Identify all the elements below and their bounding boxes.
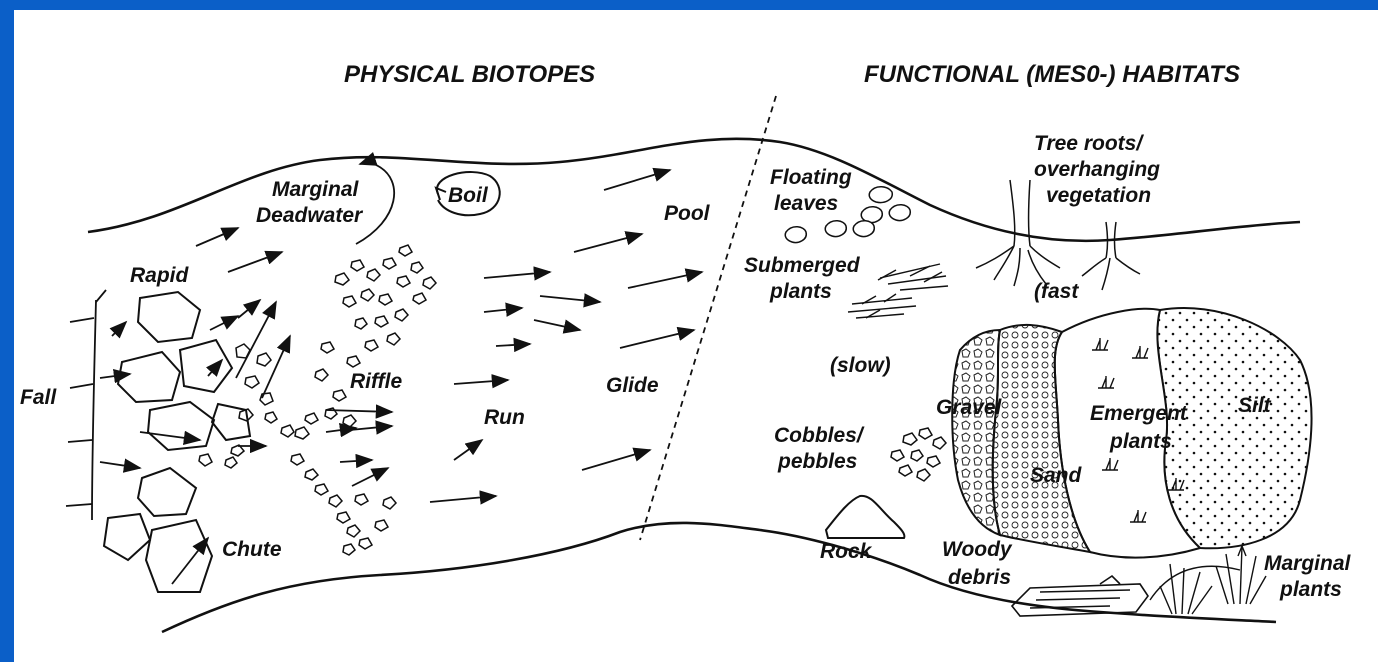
label-submerged: Submerged (744, 254, 861, 277)
label-fall: Fall (20, 386, 57, 409)
label-tree-roots: Tree roots/ (1034, 132, 1144, 155)
label-overhanging: overhanging (1034, 158, 1160, 181)
label-run: Run (484, 406, 525, 429)
label-marginal-plants-1: Marginal (1264, 552, 1352, 575)
label-vegetation: vegetation (1046, 184, 1151, 207)
label-marginal-plants-2: plants (1279, 578, 1342, 601)
label-fast: (fast (1034, 280, 1079, 303)
label-cobbles: Cobbles/ (774, 424, 865, 447)
label-slow: (slow) (830, 354, 891, 377)
label-marginal: Marginal (272, 178, 360, 201)
label-gravel: Gravel (936, 396, 1003, 419)
label-rock: Rock (820, 540, 873, 563)
label-emergent: Emergent (1090, 402, 1188, 425)
riffle-pebbles (199, 245, 436, 555)
label-pool: Pool (664, 202, 711, 225)
rock-drawing (826, 496, 904, 538)
label-riffle: Riffle (350, 370, 402, 393)
label-plants: plants (769, 280, 832, 303)
silt-patch (1157, 308, 1311, 548)
gravel-patch (952, 330, 1000, 535)
fall-drawing (66, 290, 106, 520)
label-chute: Chute (222, 538, 282, 561)
label-deadwater: Deadwater (256, 204, 364, 227)
label-rapid: Rapid (130, 264, 190, 287)
cobbles-drawing (891, 428, 946, 481)
label-boil: Boil (448, 184, 489, 207)
label-sand: Sand (1030, 464, 1083, 487)
label-woody: Woody (942, 538, 1013, 561)
label-emergent-plants: plants (1109, 430, 1172, 453)
label-pebbles: pebbles (777, 450, 857, 473)
heading-functional: FUNCTIONAL (MES0-) HABITATS (864, 61, 1240, 88)
heading-physical: PHYSICAL BIOTOPES (344, 61, 595, 88)
label-floating: Floating (770, 166, 852, 189)
divider-line (640, 96, 776, 540)
label-glide: Glide (606, 374, 659, 397)
label-silt: Silt (1238, 394, 1272, 417)
label-debris: debris (948, 566, 1011, 589)
submerged-plants (848, 264, 948, 318)
label-leaves: leaves (774, 192, 838, 215)
